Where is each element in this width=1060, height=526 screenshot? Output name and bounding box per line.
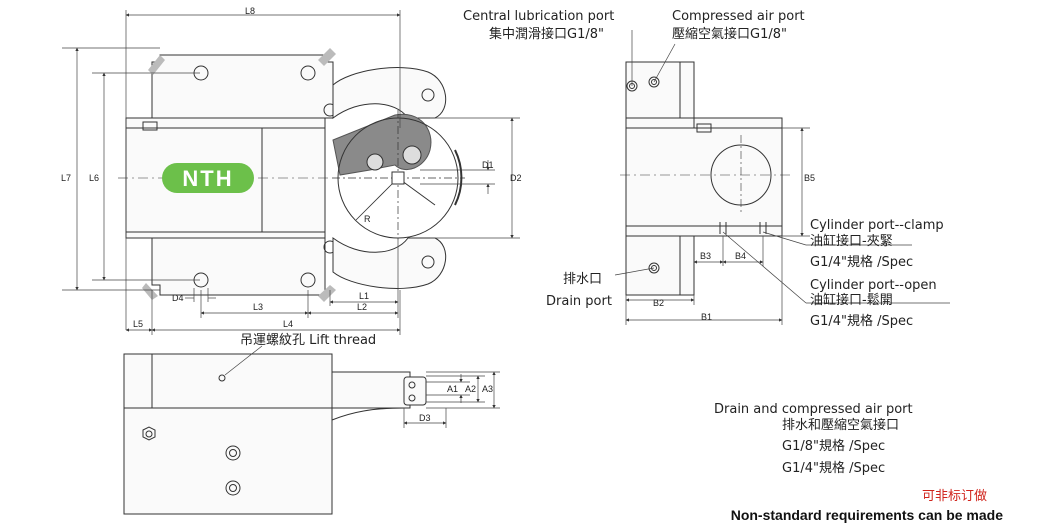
dim-r: R xyxy=(364,214,371,224)
side-view-dimensions xyxy=(614,30,950,325)
spec-g18: G1/8"規格 /Spec xyxy=(782,438,885,454)
bottom-view-dimensions xyxy=(224,345,500,428)
dim-d2: D2 xyxy=(510,173,522,183)
cyl-open-label-zh: 油缸接口-鬆開 xyxy=(810,292,893,308)
dim-l3: L3 xyxy=(253,302,263,312)
dim-d1: D1 xyxy=(482,160,494,170)
central-lube-label-en: Central lubrication port xyxy=(463,9,614,24)
compressed-air-label-zh: 壓縮空氣接口G1/8" xyxy=(672,26,787,42)
dim-b3: B3 xyxy=(700,251,711,261)
bottom-view xyxy=(123,353,427,515)
drain-label-zh: 排水口 xyxy=(563,272,602,287)
dim-l2: L2 xyxy=(357,302,367,312)
dim-l7: L7 xyxy=(61,173,71,183)
dim-l5: L5 xyxy=(133,319,143,329)
logo-text: NTH xyxy=(182,166,233,191)
drain-air-label-zh: 排水和壓縮空氣接口 xyxy=(782,417,899,433)
front-view-dimensions xyxy=(62,10,520,335)
cyl-clamp-spec: G1/4"規格 /Spec xyxy=(810,254,913,270)
central-lube-label-zh: 集中潤滑接口G1/8" xyxy=(489,26,604,42)
dim-l4: L4 xyxy=(283,319,293,329)
dim-a2: A2 xyxy=(465,384,476,394)
cyl-open-label-en: Cylinder port--open xyxy=(810,278,937,293)
nonstandard-label-zh: 可非标订做 xyxy=(922,489,987,504)
side-view xyxy=(620,61,790,296)
drain-label-en: Drain port xyxy=(546,294,612,309)
dim-b5: B5 xyxy=(804,173,815,183)
cyl-clamp-label-zh: 油缸接口-夾緊 xyxy=(810,233,893,249)
nth-logo: NTH xyxy=(162,163,254,193)
cyl-open-spec: G1/4"規格 /Spec xyxy=(810,313,913,329)
dim-a3: A3 xyxy=(482,384,493,394)
nonstandard-label-en: Non-standard requirements can be made xyxy=(731,507,1004,523)
dim-b1: B1 xyxy=(701,312,712,322)
dim-b2: B2 xyxy=(653,298,664,308)
dim-l1: L1 xyxy=(359,291,369,301)
compressed-air-label-en: Compressed air port xyxy=(672,9,805,24)
spec-g14: G1/4"規格 /Spec xyxy=(782,460,885,476)
lift-thread-label: 吊運螺紋孔 Lift thread xyxy=(240,333,376,348)
dim-l8: L8 xyxy=(245,6,255,16)
dim-b4: B4 xyxy=(735,251,746,261)
dim-d4: D4 xyxy=(172,293,184,303)
dim-d3: D3 xyxy=(419,413,431,423)
dim-a1: A1 xyxy=(447,384,458,394)
dim-l6: L6 xyxy=(89,173,99,183)
cyl-clamp-label-en: Cylinder port--clamp xyxy=(810,218,944,233)
drain-air-label-en: Drain and compressed air port xyxy=(714,402,913,417)
